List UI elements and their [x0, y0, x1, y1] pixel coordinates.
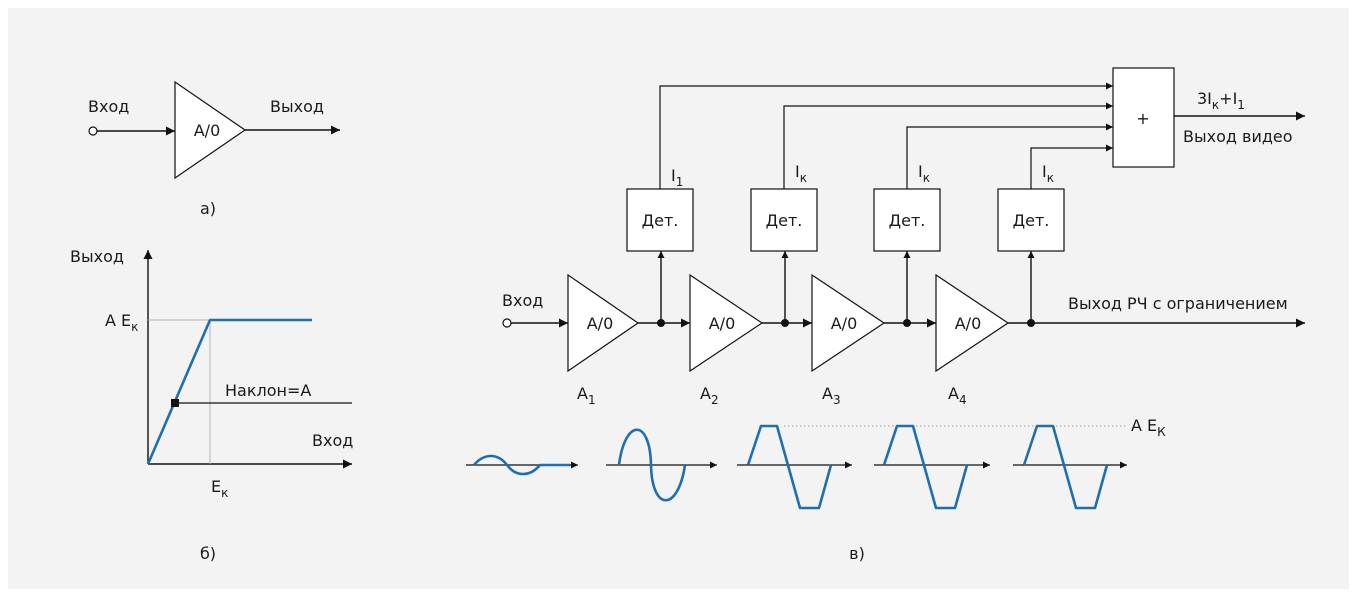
detector-3	[873, 188, 941, 252]
amplifier-4-label: A/0	[955, 314, 982, 333]
slope-marker	[171, 399, 179, 407]
chain-input-label: Вход	[502, 291, 543, 310]
input-label: Вход	[88, 97, 129, 116]
amplifier-2-name: A2	[700, 384, 719, 407]
diagram-c: Вход A/0 A1 A/0 A2 A/0 A3 A/0 A4 Выход Р…	[466, 67, 1305, 563]
detector-4	[997, 188, 1065, 252]
input-terminal	[88, 126, 98, 136]
level-label: A Eк	[105, 311, 138, 334]
amplifier-1-name: A1	[577, 384, 596, 407]
amplifier-1-label: A/0	[587, 314, 614, 333]
video-output-label: Выход видео	[1183, 127, 1293, 146]
output-label: Выход	[270, 97, 324, 116]
knee-label: Eк	[211, 477, 228, 500]
detector-1	[626, 188, 694, 252]
amplifier-4-name: A4	[948, 384, 967, 407]
detector-1-current: I1	[671, 166, 683, 189]
detector-2-current: Iк	[795, 162, 807, 185]
sum-formula: 3Iк+I1	[1197, 89, 1245, 112]
detector-2-output	[783, 102, 1113, 189]
x-axis-label: Вход	[312, 431, 353, 450]
rf-output-label: Выход РЧ с ограничением	[1068, 294, 1288, 313]
detector-4-output	[1030, 144, 1113, 189]
detector-4-label: Дет.	[1013, 211, 1050, 230]
amplifier-label: A/0	[194, 121, 221, 140]
transfer-curve	[146, 318, 312, 465]
y-axis-label: Выход	[70, 247, 124, 266]
waveform-5	[1022, 424, 1109, 510]
slope-label: Наклон=A	[225, 381, 311, 400]
caption-c: в)	[849, 544, 865, 563]
summer-label: +	[1136, 109, 1149, 128]
caption-b: б)	[200, 544, 216, 563]
limit-level-label: A EК	[1131, 416, 1166, 439]
waveform-2	[617, 428, 687, 502]
waveform-4	[882, 424, 969, 510]
detector-4-current: Iк	[1042, 162, 1054, 185]
caption-a: а)	[200, 199, 216, 218]
detector-3-label: Дет.	[889, 211, 926, 230]
amplifier-2-label: A/0	[709, 314, 736, 333]
waveform-1	[473, 454, 570, 476]
detector-1-label: Дет.	[642, 211, 679, 230]
detector-2-label: Дет.	[766, 211, 803, 230]
chain-input-terminal	[502, 318, 512, 328]
diagram-b: Выход Вход A Eк Наклон=A Eк б)	[70, 247, 353, 563]
amplifier-3-label: A/0	[831, 314, 858, 333]
summer-block	[1112, 67, 1175, 168]
detector-3-current: Iк	[918, 162, 930, 185]
detector-1-output	[659, 82, 1113, 189]
amplifier-3-name: A3	[822, 384, 841, 407]
amplifier-1	[567, 273, 640, 373]
amplifier-triangle	[174, 80, 247, 180]
diagram-a: Вход Выход A/0 а)	[88, 80, 340, 218]
waveform-3	[746, 424, 833, 510]
detector-3-output	[906, 123, 1113, 189]
